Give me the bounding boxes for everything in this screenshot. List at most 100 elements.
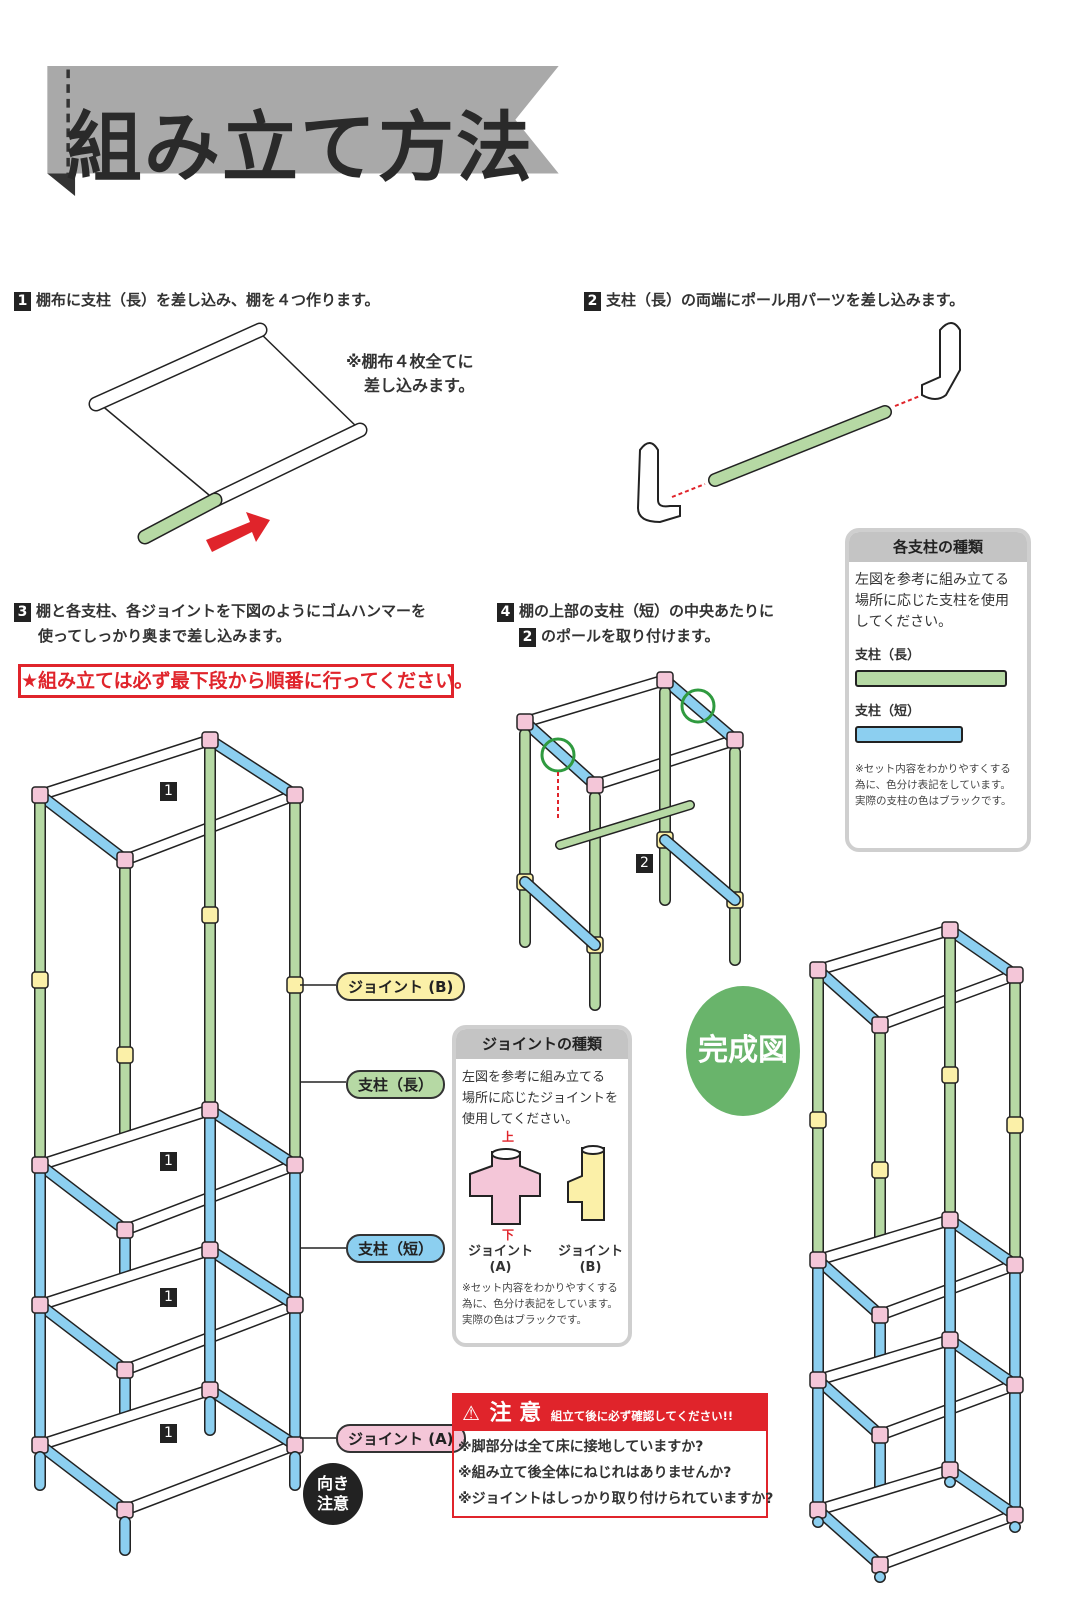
joint — [1006, 966, 1024, 984]
pipe — [35, 1300, 130, 1375]
orientation-note-badge: 向き注意 — [303, 1463, 363, 1525]
step-1-note: ※棚布４枚全てに差し込みます。 — [346, 350, 474, 398]
orientation-text: 向き — [316, 1474, 349, 1493]
pipe — [205, 1245, 300, 1310]
shelf-number: 1 — [160, 1288, 177, 1307]
joint — [1006, 1256, 1024, 1274]
pipe — [813, 1505, 885, 1570]
step-number: 3 — [14, 603, 31, 622]
pipe — [205, 1385, 300, 1450]
joint — [201, 1101, 219, 1119]
red-arrow-icon — [206, 512, 270, 552]
step-number: 4 — [497, 603, 514, 622]
step-line: 使ってしっかり奥まで差し込みます。 — [38, 627, 291, 645]
shelf-number: 1 — [160, 1424, 177, 1443]
shelf-cloth-edge — [99, 403, 216, 501]
joint — [116, 1046, 134, 1064]
joint-shapes-icon — [469, 1145, 605, 1225]
joint — [871, 1556, 889, 1574]
pole-types-panel: 各支柱の種類 左図を参考に組み立てる 場所に応じた支柱を使用 してください。 支… — [845, 528, 1031, 852]
joint-b-callout: ジョイント (B) — [336, 972, 466, 1001]
panel-text: 場所に応じた支柱を使用 — [855, 593, 1009, 609]
joint — [201, 731, 219, 749]
pipe — [875, 1510, 1020, 1570]
panel-title: 各支柱の種類 — [849, 532, 1027, 562]
joint — [116, 1221, 134, 1239]
pipe — [813, 1215, 955, 1265]
step-line: のポールを取り付けます。 — [541, 627, 720, 645]
short-pole-label: 支柱（短） — [855, 704, 921, 719]
highlight-circle — [680, 688, 716, 724]
joint — [116, 1361, 134, 1379]
short-pole-callout: 支柱（短） — [346, 1234, 446, 1263]
pipe — [660, 675, 740, 745]
joint — [941, 1066, 959, 1084]
pipe — [35, 1385, 215, 1450]
pipe — [209, 424, 366, 506]
joint — [809, 1251, 827, 1269]
down-label: 下 — [502, 1228, 515, 1242]
joint — [809, 961, 827, 979]
joint — [31, 1296, 49, 1314]
joint — [1006, 1116, 1024, 1134]
joint — [31, 1436, 49, 1454]
joint — [286, 786, 304, 804]
joint — [941, 1461, 959, 1479]
insert-arrow — [671, 483, 706, 498]
pipe — [945, 1465, 1020, 1520]
panel-text: 場所に応じたジョイントを — [462, 1091, 619, 1106]
step-number: 2 — [584, 292, 601, 311]
joint — [31, 971, 49, 989]
short-pole-swatch — [855, 726, 963, 743]
joint — [116, 851, 134, 869]
pipe — [520, 675, 670, 727]
panel-text: 左図を参考に組み立てる — [462, 1070, 606, 1085]
title-banner — [47, 66, 559, 196]
pipe — [813, 925, 955, 975]
pipe — [35, 1160, 130, 1235]
step-number: 1 — [14, 292, 31, 311]
joint — [871, 1306, 889, 1324]
joint — [726, 731, 744, 749]
pole-hook-part — [921, 322, 961, 400]
joint — [1006, 1376, 1024, 1394]
note-line: ※棚布４枚全てに — [346, 352, 474, 371]
warning-triangle-icon: ⚠ — [462, 1401, 480, 1425]
pipe — [139, 494, 221, 543]
panel-text: 使用してください。 — [462, 1112, 579, 1127]
step-line: 棚と各支柱、各ジョイントを下図のようにゴムハンマーを — [36, 602, 427, 620]
joint-b-label: ジョイント — [558, 1244, 624, 1259]
panel-note: 為に、色分け表記をしています。 — [462, 1298, 618, 1310]
long-pole-callout: 支柱（長） — [346, 1070, 446, 1099]
joint — [941, 921, 959, 939]
joint — [286, 1156, 304, 1174]
long-pole-swatch — [855, 670, 1007, 687]
joint — [941, 1211, 959, 1229]
page-title: 組み立て方法 — [66, 103, 534, 192]
step-line: 棚の上部の支柱（短）の中央あたりに — [519, 602, 775, 620]
pipe — [556, 801, 694, 849]
joint — [656, 671, 674, 689]
pipe — [520, 877, 600, 950]
joint — [286, 1436, 304, 1454]
pipe — [35, 1105, 215, 1170]
pipe — [35, 1245, 215, 1310]
note-line: 差し込みます。 — [364, 376, 475, 395]
caution-item: ※脚部分は全て床に接地していますか? — [458, 1439, 704, 1455]
joint — [116, 1501, 134, 1519]
up-label: 上 — [502, 1130, 515, 1144]
pipe — [945, 925, 1020, 980]
panel-note: 為に、色分け表記をしています。 — [855, 779, 1011, 791]
order-warning: ★組み立ては必ず最下段から順番に行ってください。 — [18, 664, 473, 698]
pole-hook-part — [636, 442, 681, 524]
shelf-cloth-edge — [256, 329, 361, 431]
caution-item: ※ジョイントはしっかり取り付けられていますか? — [458, 1491, 774, 1507]
pipe — [35, 735, 215, 800]
pipe — [813, 1335, 955, 1385]
step-3-text: 3 棚と各支柱、各ジョイントを下図のようにゴムハンマーを使ってしっかり奥まで差し込… — [14, 599, 426, 649]
joint — [809, 1501, 827, 1519]
joint-b-label: (B) — [579, 1260, 602, 1275]
